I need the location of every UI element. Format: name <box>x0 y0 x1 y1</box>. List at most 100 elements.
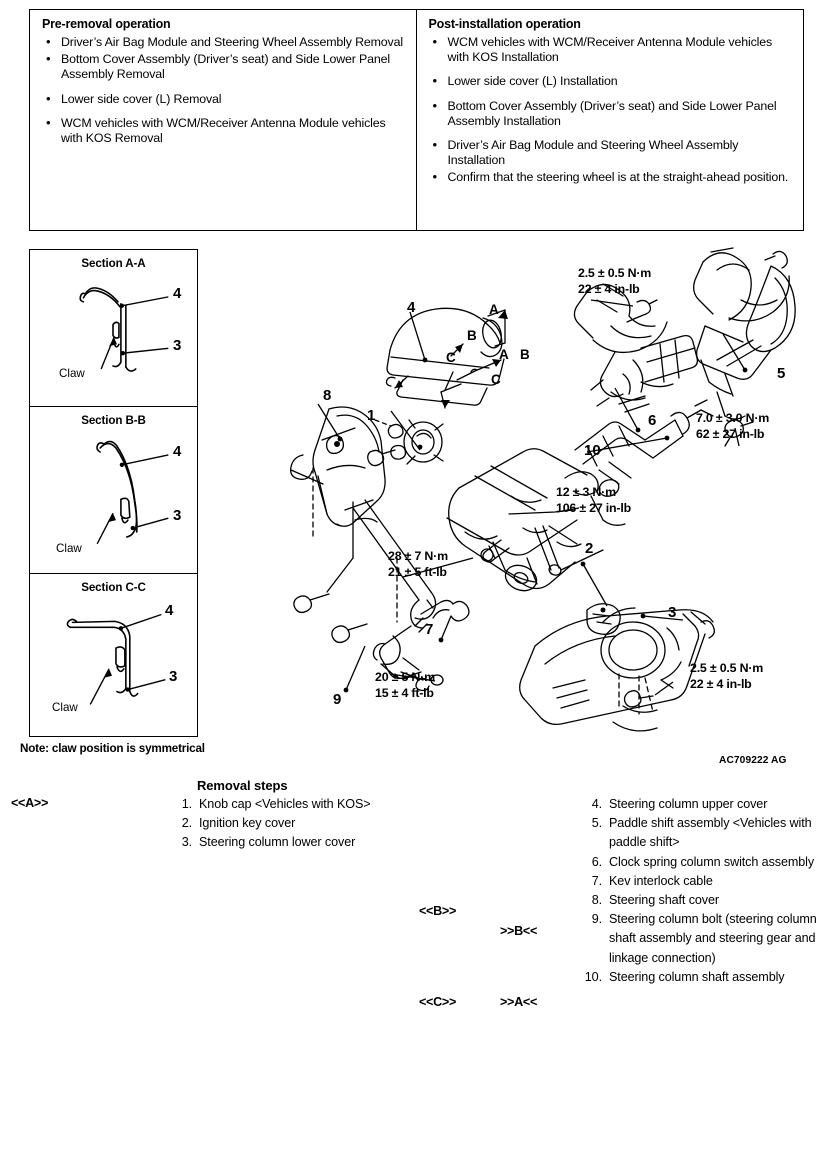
torque-spec-clock-spring: 2.5 ± 0.5 N·m 22 ± 4 in-lb <box>578 266 651 297</box>
section-title: Section B-B <box>81 414 146 427</box>
pre-removal-operation-column: Pre-removal operation • Driver’s Air Bag… <box>30 10 417 230</box>
bullet-icon: • <box>432 73 438 89</box>
list-item: • Confirm that the steering wheel is at … <box>427 169 794 185</box>
callout-8: 8 <box>323 387 332 404</box>
marker-a-out: >>A<< <box>500 995 538 1009</box>
section-c-c-number-4: 4 <box>165 602 174 619</box>
section-detail-a-a: Section A-A <box>30 250 197 407</box>
section-letter-c-bottom: C <box>491 372 501 387</box>
step-number: 5. <box>591 816 602 831</box>
step-label: Steering column lower cover <box>199 835 356 850</box>
post-installation-title: Post-installation operation <box>428 17 581 31</box>
bullet-icon: • <box>432 34 438 49</box>
step-number: 7. <box>591 873 602 888</box>
callout-6: 6 <box>648 412 657 429</box>
section-a-a-illustration <box>79 287 169 372</box>
list-item: 7. Kev interlock cable <box>578 872 817 891</box>
list-item: 10. Steering column shaft assembly <box>578 968 817 987</box>
list-item-label: Lower side cover (L) Removal <box>61 91 222 106</box>
list-item: 2. Ignition key cover <box>168 814 398 833</box>
marker-b-out: >>B<< <box>500 924 538 938</box>
removal-steps-column-right: 4. Steering column upper cover 5. Paddle… <box>578 795 817 987</box>
list-item: • Driver’s Air Bag Module and Steering W… <box>427 137 794 168</box>
marker-b-in: <<B>> <box>419 904 457 918</box>
section-detail-b-b: Section B-B <box>30 407 197 574</box>
bullet-icon: • <box>432 97 438 113</box>
section-letter-a-top: A <box>489 302 499 317</box>
section-a-a-number-3: 3 <box>173 337 182 354</box>
step-number: 4. <box>591 797 602 811</box>
list-item: • Driver’s Air Bag Module and Steering W… <box>40 34 406 50</box>
torque-imperial: 21 ± 5 ft-lb <box>388 564 447 579</box>
section-title: Section C-C <box>81 581 146 594</box>
step-number: 2. <box>181 816 192 831</box>
bullet-icon: • <box>432 169 438 185</box>
claw-label: Claw <box>59 367 85 380</box>
marker-a-in: <<A>> <box>11 796 49 810</box>
list-item: • Lower side cover (L) Removal <box>40 90 406 107</box>
torque-metric: 12 ± 3 N·m <box>556 485 616 499</box>
step-number: 8. <box>591 893 602 908</box>
section-c-c-number-3: 3 <box>169 668 178 685</box>
step-number: 3. <box>181 835 192 850</box>
list-item: 3. Steering column lower cover <box>168 833 398 852</box>
list-item: • WCM vehicles with WCM/Receiver Antenna… <box>40 114 406 146</box>
list-item-label: WCM vehicles with WCM/Receiver Antenna M… <box>447 35 773 65</box>
section-letter-c-top: C <box>446 350 456 365</box>
list-item: • WCM vehicles with WCM/Receiver Antenna… <box>427 34 794 65</box>
step-label: Kev interlock cable <box>609 873 713 888</box>
callout-10: 10 <box>584 442 601 459</box>
torque-imperial: 22 ± 4 in-lb <box>690 676 752 691</box>
torque-metric: 2.5 ± 0.5 N·m <box>690 661 764 675</box>
torque-imperial: 22 ± 4 in-lb <box>578 281 640 296</box>
removal-steps-heading: Removal steps <box>197 778 288 793</box>
section-a-a-number-4: 4 <box>173 285 182 302</box>
list-item-label: Driver’s Air Bag Module and Steering Whe… <box>61 35 403 49</box>
bullet-icon: • <box>46 90 51 106</box>
bullet-icon: • <box>46 34 51 49</box>
list-item: 1. Knob cap <Vehicles with KOS> <box>168 795 398 814</box>
section-letter-a-bottom: A <box>499 347 509 362</box>
bullet-icon: • <box>46 51 51 67</box>
step-label: Clock spring column switch assembly <box>609 854 815 869</box>
pre-removal-title: Pre-removal operation <box>42 17 171 31</box>
list-item: 8. Steering shaft cover <box>578 891 817 910</box>
symmetry-note: Note: claw position is symmetrical <box>20 742 205 755</box>
marker-c-in: <<C>> <box>419 995 457 1009</box>
section-letter-b-bottom: B <box>520 347 530 362</box>
claw-label: Claw <box>56 542 82 555</box>
steering-column-exploded-diagram <box>205 240 817 740</box>
step-label: Steering column shaft assembly <box>609 969 785 984</box>
torque-metric: 20 ± 5 N·m <box>375 670 435 684</box>
post-installation-operation-column: Post-installation operation • WCM vehicl… <box>417 10 804 230</box>
list-item: • Bottom Cover Assembly (Driver’s seat) … <box>427 97 794 129</box>
step-label: Paddle shift assembly <Vehicles with pad… <box>609 816 812 850</box>
step-number: 1. <box>181 797 192 811</box>
section-b-b-number-3: 3 <box>173 507 182 524</box>
callout-2: 2 <box>585 540 594 557</box>
torque-spec-lower-cover: 2.5 ± 0.5 N·m 22 ± 4 in-lb <box>690 661 763 692</box>
callout-3: 3 <box>668 604 677 621</box>
step-number: 6. <box>591 854 602 869</box>
list-item: 4. Steering column upper cover <box>578 795 817 814</box>
list-item: 5. Paddle shift assembly <Vehicles with … <box>578 814 817 852</box>
torque-spec-paddle-shift: 7.0 ± 3.0 N·m 62 ± 27 in-lb <box>696 411 769 442</box>
callout-4: 4 <box>407 299 416 316</box>
torque-metric: 2.5 ± 0.5 N·m <box>578 266 652 280</box>
torque-imperial: 106 ± 27 in-lb <box>556 500 631 515</box>
section-b-b-number-4: 4 <box>173 443 182 460</box>
step-label: Ignition key cover <box>199 816 296 831</box>
torque-spec-column-mount: 12 ± 3 N·m 106 ± 27 in-lb <box>556 485 631 516</box>
list-item: • Lower side cover (L) Installation <box>427 73 794 89</box>
callout-5: 5 <box>777 365 786 382</box>
bullet-icon: • <box>46 114 51 130</box>
torque-metric: 7.0 ± 3.0 N·m <box>696 411 770 425</box>
step-number: 9. <box>591 912 602 927</box>
callout-1: 1 <box>367 407 376 424</box>
section-detail-panel: Section A-A <box>29 249 198 737</box>
operations-table: Pre-removal operation • Driver’s Air Bag… <box>29 9 804 231</box>
step-label: Steering column bolt (steering column sh… <box>609 912 817 965</box>
list-item-label: Bottom Cover Assembly (Driver’s seat) an… <box>447 98 777 128</box>
step-label: Steering column upper cover <box>609 797 768 811</box>
